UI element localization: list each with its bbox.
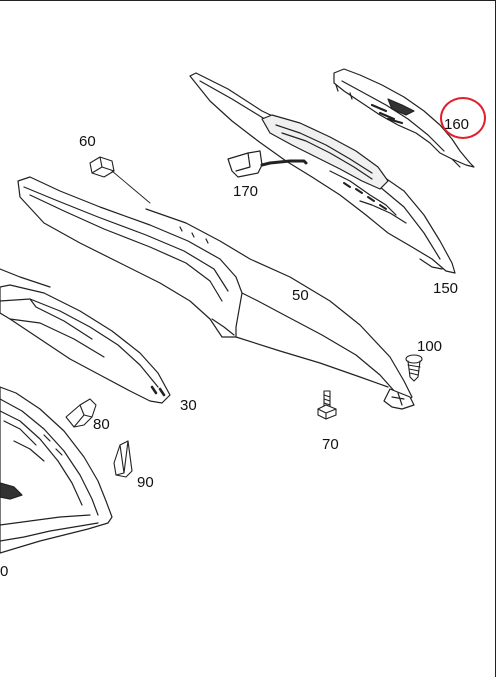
part-50-long-rail[interactable] [17, 176, 415, 410]
highlight-circle [440, 97, 486, 139]
callout-30[interactable]: 30 [180, 397, 197, 414]
callout-60[interactable]: 60 [79, 133, 96, 150]
callout-100[interactable]: 100 [417, 338, 443, 355]
callout-150[interactable]: 150 [433, 280, 459, 297]
part-60-plug[interactable] [89, 156, 151, 204]
callout-50[interactable]: 50 [292, 287, 309, 304]
callout-90[interactable]: 90 [137, 474, 154, 491]
part-80-hinge-clip[interactable] [65, 398, 97, 428]
part-170-clip-bracket[interactable] [227, 150, 308, 178]
part-100-screw[interactable] [405, 354, 423, 382]
callout-10[interactable]: 0 [0, 563, 9, 580]
part-160-trim-strip[interactable] [333, 68, 475, 168]
part-10-hood-panel[interactable] [0, 386, 113, 554]
callout-80[interactable]: 80 [93, 416, 110, 433]
part-70-bolt[interactable] [317, 390, 337, 420]
part-90-wedge-stop[interactable] [113, 440, 133, 478]
callout-160[interactable]: 160 [444, 116, 470, 133]
part-150-trim-panel[interactable] [189, 72, 456, 274]
callout-70[interactable]: 70 [322, 436, 339, 453]
part-30-insulation-pad[interactable] [0, 268, 171, 404]
callout-170[interactable]: 170 [233, 183, 259, 200]
